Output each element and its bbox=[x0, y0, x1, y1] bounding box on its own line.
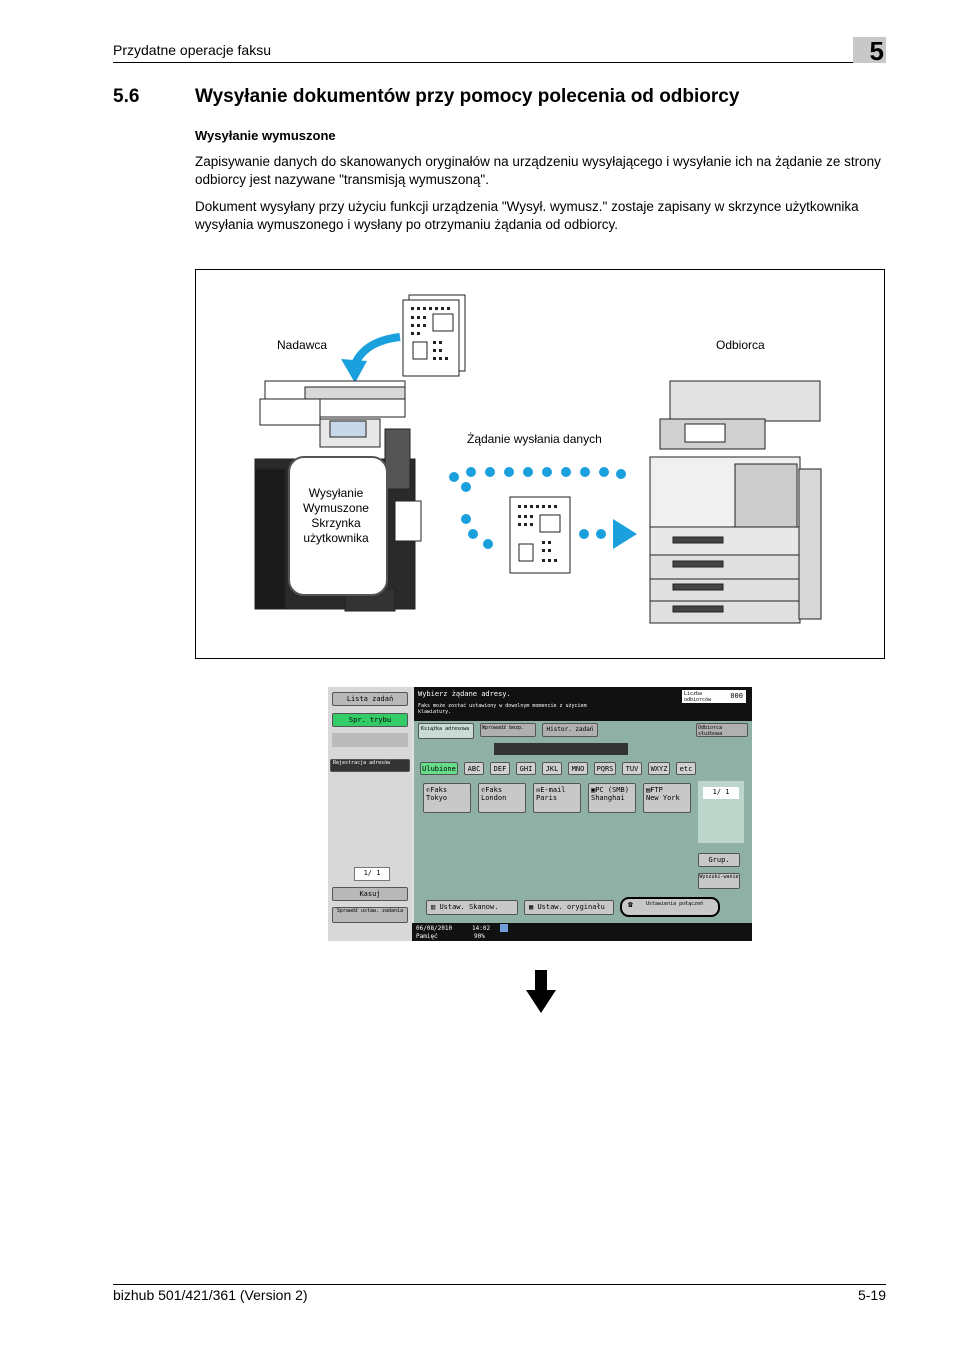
section-title: Wysyłanie dokumentów przy pomocy polecen… bbox=[195, 86, 740, 107]
original-icon: ▦ bbox=[529, 903, 534, 911]
footer-page: 5-19 bbox=[857, 1287, 886, 1303]
subheading: Wysyłanie wymuszone bbox=[195, 128, 336, 143]
section-number: 5.6 bbox=[113, 86, 140, 107]
fax-icon: ✆ bbox=[481, 786, 486, 794]
job-list-button[interactable]: Lista zadań bbox=[332, 692, 408, 706]
running-header: Przydatne operacje faksu bbox=[113, 42, 271, 58]
index-tab[interactable]: GHI bbox=[516, 762, 536, 775]
chapter-tab bbox=[853, 37, 886, 63]
search-button[interactable]: Wyszuki-wanie bbox=[698, 873, 740, 889]
scan-icon: ▥ bbox=[431, 903, 436, 911]
footer-rule bbox=[113, 1284, 886, 1285]
recipient-count-box: Liczba odbiorców 000 bbox=[682, 690, 746, 703]
tab-direct-input[interactable]: Wprowadź bezp. bbox=[480, 723, 536, 737]
phone-icon: ☎ bbox=[628, 900, 633, 909]
pc-icon: ▣ bbox=[591, 786, 596, 794]
group-button[interactable]: Grup. bbox=[698, 853, 740, 867]
sender-label: Nadawca bbox=[277, 338, 328, 352]
request-dots bbox=[449, 467, 637, 549]
register-address-button[interactable]: Rejestracja adresów bbox=[330, 759, 410, 772]
fax-icon: ✆ bbox=[426, 786, 431, 794]
left-page-counter: 1/ 1 bbox=[354, 867, 390, 881]
index-tab[interactable]: DEF bbox=[490, 762, 510, 775]
ftp-icon: ▤ bbox=[646, 786, 651, 794]
check-mode-button[interactable]: Spr. trybu bbox=[332, 713, 408, 727]
chapter-number: 5 bbox=[869, 36, 884, 66]
receiver-mfp-icon bbox=[649, 380, 822, 624]
illustration bbox=[254, 294, 822, 624]
address-input-area[interactable] bbox=[494, 743, 628, 755]
tab-address-book[interactable]: Książka adresowa bbox=[418, 723, 474, 739]
delete-button[interactable]: Kasuj bbox=[332, 887, 408, 901]
index-tab[interactable]: JKL bbox=[542, 762, 562, 775]
document-stack-icon bbox=[402, 294, 466, 377]
receiver-label: Odbiorca bbox=[716, 338, 765, 352]
user-box-container bbox=[288, 456, 388, 596]
tab-job-history[interactable]: Histor. zadań bbox=[542, 723, 598, 737]
index-tabs: Ulubione ABC DEF GHI JKL MNO PQRS TUV WX… bbox=[420, 762, 750, 776]
status-bar: 06/08/2010 14:02 Pamięć 90% bbox=[412, 923, 752, 941]
memory-label: Pamięć bbox=[416, 933, 438, 940]
paragraph-2: Dokument wysyłany przy użyciu funkcji ur… bbox=[195, 199, 859, 232]
scan-settings-button[interactable]: ▥ Ustaw. Skanow. bbox=[426, 900, 518, 915]
index-tab[interactable]: etc bbox=[676, 762, 696, 775]
status-time: 14:02 bbox=[472, 925, 491, 932]
original-settings-button[interactable]: ▦ Ustaw. oryginału bbox=[524, 900, 614, 915]
screen-message: Faks może zostać ustawiony w dowolnym mo… bbox=[418, 703, 587, 715]
index-tab[interactable]: MNO bbox=[568, 762, 588, 775]
index-tab[interactable]: ABC bbox=[464, 762, 484, 775]
down-arrow-icon bbox=[526, 970, 556, 1013]
index-tab[interactable]: WXYZ bbox=[648, 762, 670, 775]
screen-title: Wybierz żądane adresy. bbox=[418, 690, 511, 698]
check-job-button[interactable]: Sprawdź ustaw. zadania bbox=[332, 907, 408, 923]
header-rule bbox=[113, 62, 886, 63]
scan-arrow bbox=[351, 333, 401, 366]
control-panel-screen: Lista zadań Spr. trybu Rejestracja adres… bbox=[328, 687, 752, 941]
footer-model: bizhub 501/421/361 (Version 2) bbox=[113, 1287, 308, 1303]
illustration-frame bbox=[195, 269, 885, 659]
destination-smb-shanghai[interactable]: ▣PC (SMB)Shanghai bbox=[588, 783, 636, 813]
connection-settings-button[interactable]: ☎Ustawienia połączeń bbox=[620, 897, 720, 917]
recipient-count: 000 bbox=[730, 692, 743, 700]
network-icon bbox=[500, 924, 508, 932]
sent-document-icon bbox=[509, 496, 571, 574]
index-tab-favorites[interactable]: Ulubione bbox=[420, 762, 458, 775]
index-tab[interactable]: PQRS bbox=[594, 762, 616, 775]
paragraph-1: Zapisywanie danych do skanowanych orygin… bbox=[195, 154, 881, 187]
email-icon: ✉ bbox=[536, 786, 541, 794]
dest-page-counter: 1/ 1 bbox=[703, 787, 739, 799]
user-box-label: Wysyłanie Wymuszone Skrzynka użytkownika bbox=[303, 486, 369, 545]
memory-value: 90% bbox=[474, 933, 485, 940]
tab-service-recipient[interactable]: Odbiorca służbowa bbox=[696, 723, 748, 737]
status-date: 06/08/2010 bbox=[416, 925, 453, 932]
request-label: Żądanie wysłania danych bbox=[467, 432, 602, 446]
index-tab[interactable]: TUV bbox=[622, 762, 642, 775]
